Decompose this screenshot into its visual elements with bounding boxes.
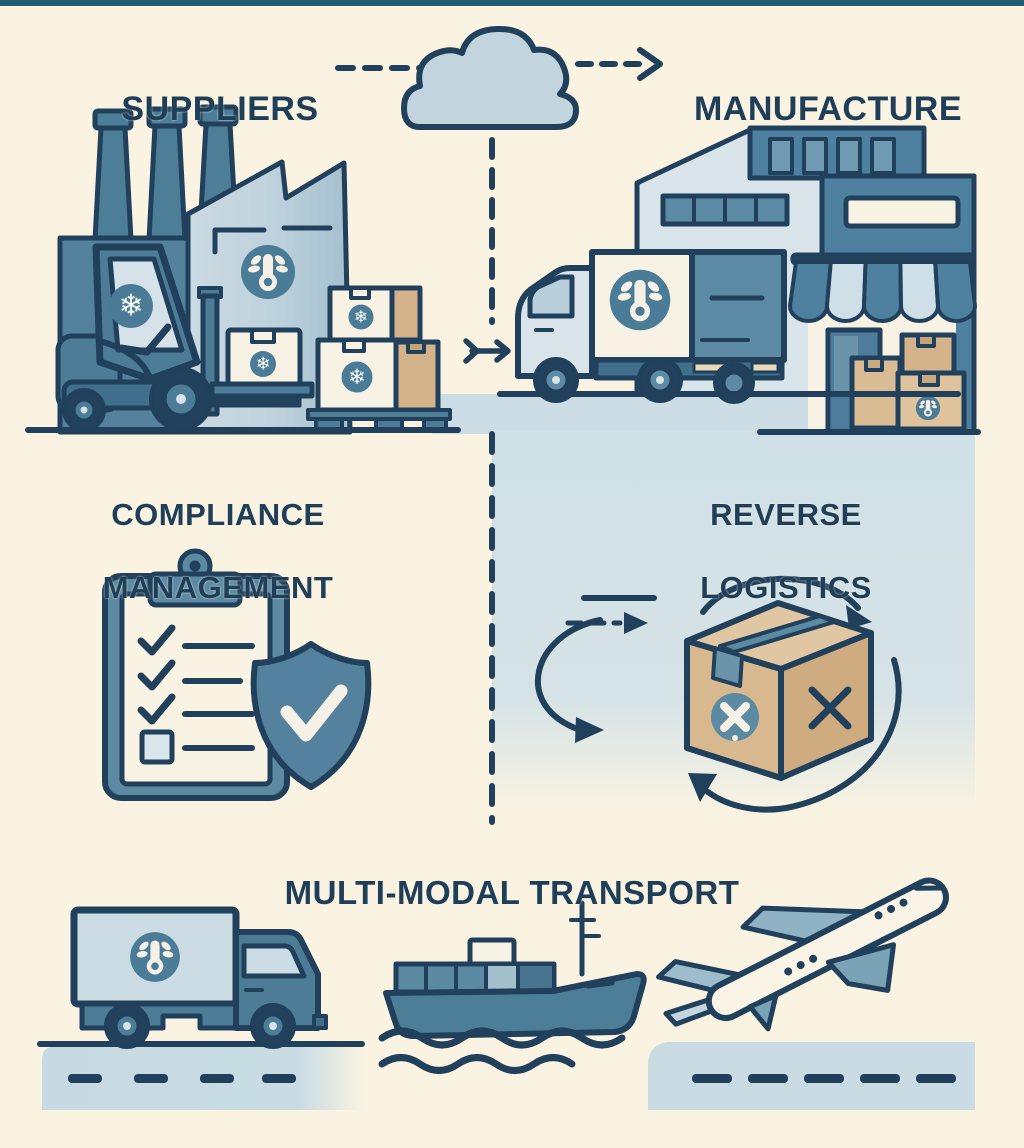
flow-arrow-icon bbox=[463, 338, 511, 364]
compliance-title: COMPLIANCE MANAGEMENT bbox=[58, 460, 378, 606]
thermometer-badge-icon bbox=[130, 932, 180, 982]
x-badge-icon bbox=[711, 693, 759, 741]
snowflake-badge-icon bbox=[341, 361, 373, 393]
suppliers-title: SUPPLIERS bbox=[70, 52, 370, 128]
airplane-icon bbox=[656, 877, 949, 1032]
compliance-line2: MANAGEMENT bbox=[102, 569, 334, 605]
cycle-arrows-icon bbox=[535, 575, 902, 813]
reverse-logistics-title: REVERSE LOGISTICS bbox=[636, 460, 936, 606]
multimodal-label: MULTI-MODAL TRANSPORT bbox=[284, 873, 740, 911]
thermometer-badge-icon bbox=[609, 269, 671, 331]
thermometer-badge-icon bbox=[915, 395, 941, 421]
road bbox=[37, 1041, 365, 1110]
multimodal-title: MULTI-MODAL TRANSPORT bbox=[212, 838, 812, 912]
reverse-line1: REVERSE bbox=[710, 496, 862, 532]
snowflake-badge-icon bbox=[109, 284, 153, 328]
clipboard-checklist-icon bbox=[102, 548, 290, 801]
reverse-line2: LOGISTICS bbox=[700, 569, 872, 605]
storefront-icon bbox=[757, 173, 981, 435]
suppliers-label: SUPPLIERS bbox=[121, 90, 319, 129]
compliance-line1: COMPLIANCE bbox=[111, 496, 325, 532]
snowflake-badge-icon bbox=[250, 351, 276, 377]
cloud-icon bbox=[401, 25, 579, 130]
cargo-ship-icon bbox=[378, 900, 647, 1074]
manufacture-label: MANUFACTURE bbox=[693, 90, 963, 129]
box-truck-icon bbox=[70, 906, 328, 1049]
top-accent-bar bbox=[0, 0, 1024, 6]
snowflake-badge-icon bbox=[348, 304, 374, 330]
return-box-icon bbox=[684, 600, 874, 781]
shield-check-icon bbox=[250, 641, 372, 790]
runway bbox=[648, 1042, 975, 1110]
manufacture-title: MANUFACTURE bbox=[656, 52, 1000, 128]
thermometer-badge-icon bbox=[241, 245, 295, 299]
flow-connector bbox=[335, 47, 663, 325]
